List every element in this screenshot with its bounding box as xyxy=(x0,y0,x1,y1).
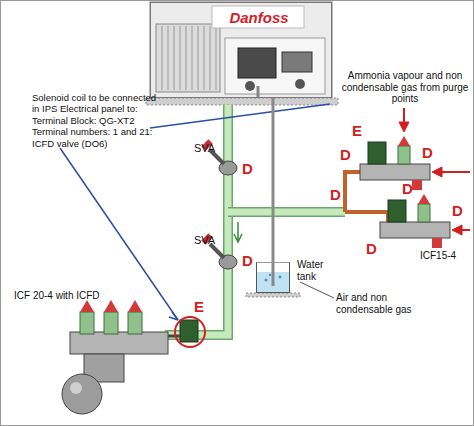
valve-body xyxy=(70,332,168,354)
icfd-coil xyxy=(180,320,198,342)
purger-unit-box: Danfoss xyxy=(150,2,332,98)
pipe-outline xyxy=(228,207,345,217)
valve-body xyxy=(360,164,430,180)
valve-body xyxy=(380,222,450,238)
valve-cap xyxy=(398,136,410,146)
pipe-outline xyxy=(165,105,228,335)
valve-stem xyxy=(210,244,224,258)
valve-label: ICF15-4 xyxy=(420,250,456,262)
brand-logo: Danfoss xyxy=(213,9,305,26)
callout-letter: E xyxy=(194,298,204,315)
valve-module xyxy=(104,312,118,334)
bubble xyxy=(269,274,271,276)
callout-letter: D xyxy=(452,202,463,219)
pipe xyxy=(165,105,228,335)
valve-module xyxy=(80,312,94,334)
tank-note: Air and non condensable gas xyxy=(336,292,432,315)
wiring-note: Solenoid coil to be connected in IPS Ele… xyxy=(32,92,158,149)
icf15-4-valve xyxy=(380,194,450,248)
valve-module xyxy=(398,146,410,164)
pipe xyxy=(228,209,345,216)
callout-letter: D xyxy=(422,144,433,161)
purger-unit xyxy=(146,2,338,105)
callout-letter: D xyxy=(242,160,253,177)
pipe xyxy=(345,172,362,212)
dip-pipe xyxy=(272,262,275,286)
valve-cap xyxy=(418,194,430,204)
callout-letter: D xyxy=(242,252,253,269)
solenoid-coil xyxy=(368,142,386,164)
icf-20-4-valve xyxy=(62,300,205,414)
coil-link xyxy=(168,335,180,338)
callout-letter: E xyxy=(352,122,362,139)
tank-label: Water tank xyxy=(297,259,343,282)
water-tank-fill xyxy=(246,262,300,297)
motor xyxy=(282,52,312,72)
green-pipes xyxy=(165,105,345,335)
bubble xyxy=(279,276,282,279)
arrow-head xyxy=(432,167,442,177)
valve-cap xyxy=(104,300,118,312)
condenser-grille xyxy=(156,24,220,92)
tank-stand xyxy=(246,293,300,297)
valve-module xyxy=(418,204,430,222)
valve-cap xyxy=(128,300,142,312)
highlight xyxy=(70,382,82,394)
leader-line xyxy=(300,282,334,298)
flow-arrow xyxy=(234,222,242,242)
unit-body xyxy=(150,2,332,98)
compressor xyxy=(238,48,276,78)
grille-fins xyxy=(162,26,216,90)
icf15-4-valve xyxy=(360,136,430,190)
callout-letter: D xyxy=(340,146,351,163)
note-leader xyxy=(150,104,330,128)
arrow-line xyxy=(440,171,470,173)
water-tank: Water tank xyxy=(256,262,290,293)
callout-letter: D xyxy=(330,186,341,203)
callout-letter: D xyxy=(402,180,413,197)
valve-label: ICF 20-4 with ICFD xyxy=(14,290,100,302)
note-leader-head xyxy=(169,312,178,320)
valve-cap xyxy=(432,238,442,248)
fitting xyxy=(245,81,255,91)
arrow-head xyxy=(452,225,462,235)
pipe xyxy=(257,86,260,98)
purge-pipe xyxy=(272,98,275,262)
valve-module xyxy=(128,312,142,334)
unit-interior xyxy=(225,38,325,94)
fitting xyxy=(295,79,305,89)
valve-cap xyxy=(412,180,422,190)
highlight-circle xyxy=(175,317,205,347)
bubble xyxy=(265,279,268,282)
solenoid-coil xyxy=(388,200,406,222)
valve-label: SVA xyxy=(194,234,215,247)
orange-pipes xyxy=(258,86,388,226)
inflow-arrows xyxy=(399,108,470,235)
valve-label: SVA xyxy=(194,142,215,155)
inflow-note: Ammonia vapour and non condensable gas f… xyxy=(338,70,472,105)
valve-cap xyxy=(80,300,94,312)
logo-plate xyxy=(212,6,304,28)
callout-letter: D xyxy=(366,240,377,257)
strainer-ball xyxy=(62,374,102,414)
base-frame xyxy=(146,98,338,105)
arrow-head xyxy=(399,122,409,132)
